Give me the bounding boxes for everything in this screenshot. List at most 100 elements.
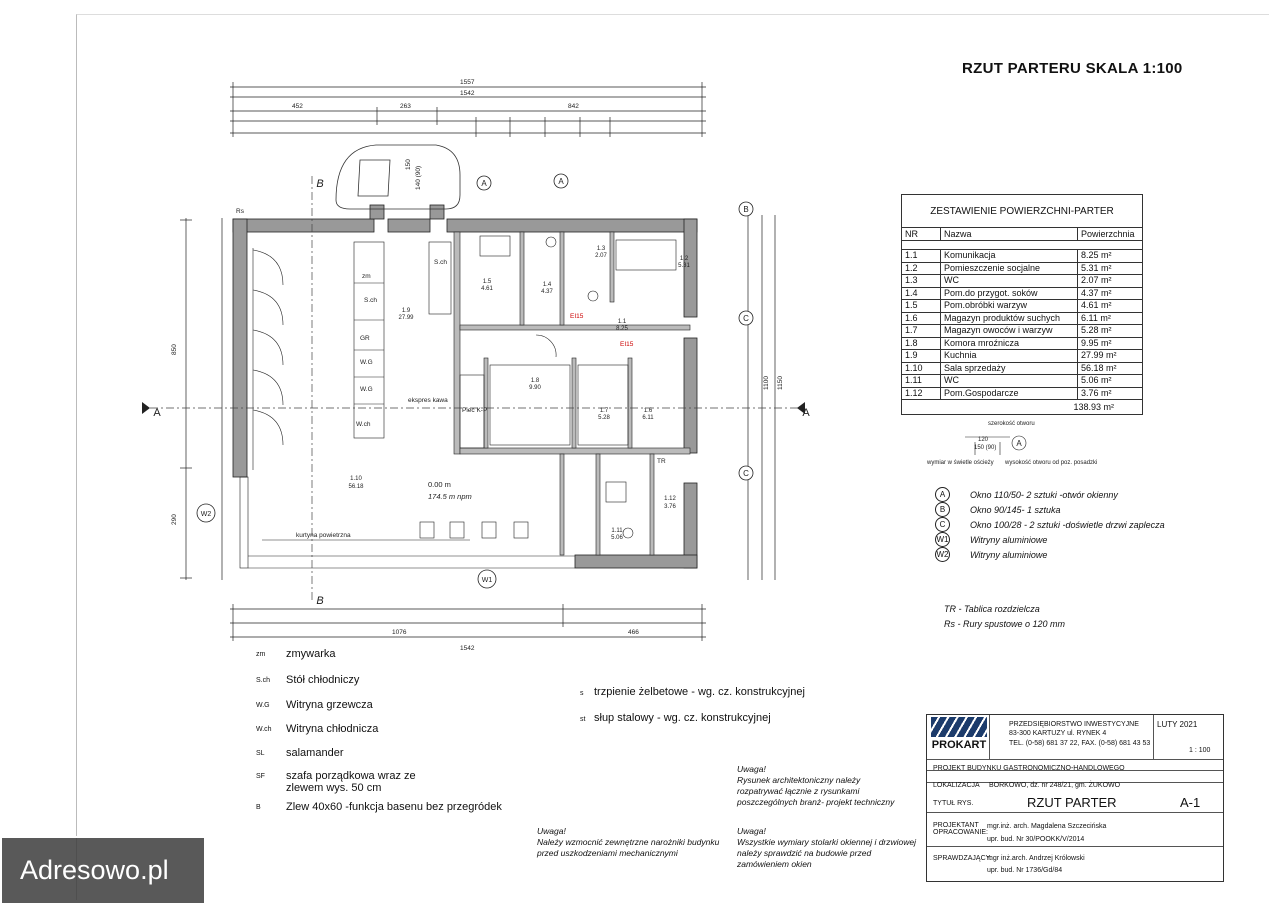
- dim-left: 850: [171, 344, 178, 355]
- room-1-1-area: 8.25: [616, 326, 628, 332]
- cell-nr: 1.10: [902, 362, 941, 374]
- sheet-number: A-1: [1180, 795, 1201, 810]
- section-b-top: B: [316, 178, 323, 190]
- note-uwaga-1: Uwaga! Rysunek architektoniczny należy r…: [737, 764, 907, 808]
- cell-name: Pom.do przygot. soków: [941, 287, 1078, 299]
- dim-right: 1100: [763, 376, 770, 390]
- cell-area: 8.25 m²: [1081, 250, 1112, 260]
- cell-name: Pom.Gospodarcze: [941, 387, 1078, 399]
- drawing-label: TYTUŁ RYS.: [933, 800, 974, 807]
- legend-text: słup stalowy - wg. cz. konstrukcyjnej: [594, 712, 771, 724]
- cell-area: 5.31 m²: [1081, 262, 1112, 273]
- cell-name: Magazyn owoców i warzyw: [941, 325, 1078, 337]
- section-b-bottom: B: [316, 595, 323, 607]
- symbol-desc: zmywarka: [286, 648, 336, 660]
- window-mark: B: [935, 502, 950, 517]
- legend-text: trzpienie żelbetowe - wg. cz. konstrukcy…: [594, 686, 805, 698]
- ei-label-2: EI15: [620, 341, 634, 348]
- section-a-right: A: [802, 407, 810, 419]
- date: LUTY 2021: [1157, 720, 1198, 729]
- window-desc: Okno 110/50- 2 sztuki -otwór okienny: [970, 489, 1118, 500]
- room-1-6-area: 6.11: [642, 415, 654, 421]
- equip-wch: W.ch: [356, 421, 371, 428]
- dim-left-2: 290: [171, 514, 178, 525]
- cell-area: 9.95 m²: [1081, 337, 1112, 348]
- symbol-abbr: zm: [256, 651, 266, 658]
- cell-name: Sala sprzedaży: [941, 362, 1078, 374]
- room-1-10-id: 1.10: [350, 476, 362, 482]
- room-1-5-id: 1.5: [483, 279, 492, 285]
- uwaga-text: Rysunek architektoniczny należy rozpatry…: [737, 775, 895, 807]
- cell-nr: 1.1: [902, 250, 941, 262]
- checker-license: upr. bud. Nr 1736/Gd/84: [987, 867, 1063, 874]
- room-1-5-area: 4.61: [481, 286, 493, 292]
- symbol-abbr: S.ch: [256, 677, 271, 684]
- window-desc: Witryny aluminiowe: [970, 534, 1048, 545]
- logo-text: PROKART: [931, 739, 987, 751]
- project-name: PROJEKT BUDYNKU GASTRONOMICZNO-HANDLOWEG…: [933, 765, 1125, 772]
- area-table-header: ZESTAWIENIE POWIERZCHNI-PARTER: [902, 195, 1142, 228]
- key-height: wymiar w świetle ościeży: [926, 460, 994, 466]
- cell-area: 56.18 m²: [1081, 362, 1117, 373]
- dim-top-total: 1557: [460, 79, 475, 86]
- cell-nr: 1.9: [902, 350, 941, 362]
- cell-name: Pomieszczenie socjalne: [941, 262, 1078, 274]
- dim-bottom-2: 466: [628, 629, 639, 636]
- level-label: 0.00 m: [428, 480, 451, 489]
- car-dim-1: 150: [405, 159, 412, 170]
- dim-top-3: 842: [568, 103, 579, 110]
- section-a-left: A: [153, 407, 161, 419]
- uwaga-title: Uwaga!: [737, 764, 766, 774]
- col-nr: NR: [902, 228, 941, 240]
- window-mark: A: [935, 487, 950, 502]
- marker-c-2: C: [743, 469, 749, 478]
- window-desc: Witryny aluminiowe: [970, 549, 1048, 560]
- cell-name: Magazyn produktów suchych: [941, 312, 1078, 324]
- room-1-9-id: 1.9: [402, 308, 411, 314]
- rs-label: Rs: [236, 208, 245, 215]
- cell-nr: 1.2: [902, 262, 941, 274]
- window-desc: Okno 100/28 - 2 sztuki -doświetle drzwi …: [970, 519, 1165, 530]
- notes-right: TR - Tablica rozdzielcza Rs - Rury spust…: [944, 602, 1065, 632]
- col-name: Nazwa: [941, 228, 1078, 240]
- room-1-11-id: 1.11: [611, 528, 623, 534]
- room-1-3-id: 1.3: [597, 246, 606, 252]
- symbol-abbr: W.ch: [256, 726, 272, 733]
- area-total: 138.93 m²: [1073, 402, 1114, 412]
- cell-name: Komora mroźnicza: [941, 337, 1078, 349]
- key-width: szerokość otworu: [988, 421, 1035, 427]
- tr-label: TR: [657, 458, 666, 465]
- cell-area: 4.37 m²: [1081, 287, 1112, 298]
- uwaga-text: Należy wzmocnić zewnętrzne narożniki bud…: [537, 837, 720, 858]
- symbol-desc: Witryna chłodnicza: [286, 723, 379, 735]
- cell-area: 6.11 m²: [1081, 312, 1111, 323]
- cell-nr: 1.3: [902, 275, 941, 287]
- note-uwaga-3: Uwaga! Wszystkie wymiary stolarki okienn…: [737, 826, 922, 870]
- room-1-10-area: 56.18: [348, 484, 364, 490]
- ei-label-1: EI15: [570, 313, 584, 320]
- room-1-6-id: 1.6: [644, 408, 653, 414]
- level-abs: 174.5 m npm: [428, 492, 472, 501]
- legend-abbr: st: [580, 716, 586, 723]
- marker-c-1: C: [743, 314, 749, 323]
- symbol-desc: Stół chłodniczy: [286, 674, 360, 686]
- room-1-9-area: 27.99: [398, 315, 414, 321]
- cell-area: 2.07 m²: [1081, 275, 1112, 285]
- cell-nr: 1.11: [902, 375, 941, 387]
- cell-nr: 1.7: [902, 325, 941, 337]
- scale: 1 : 100: [1189, 747, 1211, 754]
- note-uwaga-2: Uwaga! Należy wzmocnić zewnętrzne narożn…: [537, 826, 722, 859]
- marker-w2: W2: [201, 511, 212, 518]
- symbol-legend-item: zm zmywarka: [256, 648, 336, 660]
